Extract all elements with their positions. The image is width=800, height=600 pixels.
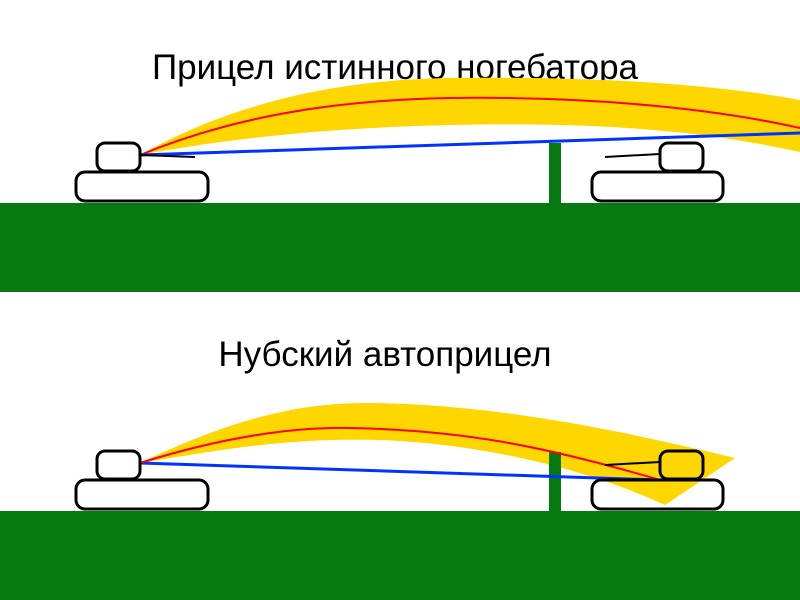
panel-auto-aim: Нубский автоприцел	[0, 335, 800, 600]
ground	[0, 203, 800, 292]
tank-hull	[590, 478, 725, 511]
shell-spread-area	[140, 77, 800, 155]
enemy-tank	[590, 141, 725, 203]
tank-turret	[95, 141, 142, 173]
tank-gun	[139, 154, 196, 158]
panel-true-aim: Прицел истинного ногебатора	[0, 48, 800, 292]
tank-turret	[658, 449, 705, 481]
ground	[0, 511, 800, 600]
tank-turret	[95, 449, 142, 481]
tank-gun	[604, 153, 661, 158]
aim-line	[139, 131, 800, 157]
shell-spread-area	[140, 402, 735, 505]
aim-line	[139, 461, 661, 482]
player-tank	[74, 141, 210, 203]
tank-turret	[658, 141, 705, 173]
tank-hull	[74, 478, 210, 511]
panel-title: Нубский автоприцел	[218, 335, 551, 374]
tank-hull	[74, 170, 210, 203]
tank-gun	[604, 461, 661, 466]
shell-trajectory	[139, 96, 800, 156]
tank-hull	[590, 170, 725, 203]
obstacle-pole	[549, 143, 561, 203]
player-tank	[74, 449, 210, 511]
obstacle-pole	[549, 452, 561, 511]
enemy-tank	[590, 449, 725, 511]
shell-trajectory	[139, 426, 661, 481]
